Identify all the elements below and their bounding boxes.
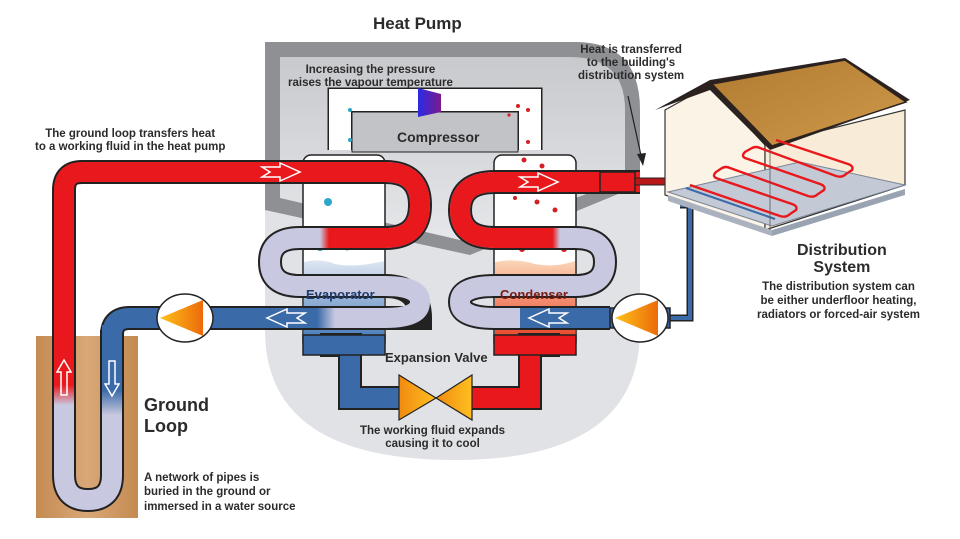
building-icon bbox=[655, 58, 910, 236]
flow-arrow-right-icon bbox=[259, 161, 302, 183]
valve-note: The working fluid expands causing it to … bbox=[360, 425, 506, 450]
flow-arrow-left-icon bbox=[265, 307, 308, 329]
evaporator-label: Evaporator bbox=[306, 287, 375, 302]
flow-arrow-down-icon bbox=[103, 360, 121, 398]
annotation-arrow-icon bbox=[627, 95, 646, 166]
compressor-note: Increasing the pressure raises the vapou… bbox=[288, 64, 453, 89]
compressor-label: Compressor bbox=[397, 129, 480, 145]
flow-arrow-right-icon bbox=[517, 171, 560, 193]
distribution-pump-icon bbox=[611, 293, 669, 343]
pipe-to-building bbox=[599, 171, 666, 193]
flow-arrow-left-icon bbox=[527, 307, 570, 329]
condenser-coil bbox=[447, 170, 640, 330]
evaporator-coil bbox=[257, 160, 433, 330]
compressor-icon bbox=[418, 88, 441, 117]
ground-pump-icon bbox=[156, 293, 214, 343]
ground-loop-description: A network of pipes is buried in the grou… bbox=[144, 472, 296, 513]
ground-loop-pipe bbox=[52, 160, 305, 513]
expansion-valve-label: Expansion Valve bbox=[385, 350, 488, 365]
diagram-title: Heat Pump bbox=[373, 14, 462, 33]
ground-transfer-note: The ground loop transfers heat to a work… bbox=[35, 128, 226, 153]
underfloor-heating-coil bbox=[689, 138, 854, 218]
flow-arrow-up-icon bbox=[55, 358, 73, 396]
distribution-description: The distribution system can be either un… bbox=[757, 281, 920, 321]
expansion-valve-loop bbox=[302, 333, 577, 410]
building-transfer-note: Heat is transferred to the building's di… bbox=[578, 44, 685, 82]
ground-loop-title: Ground Loop bbox=[144, 395, 209, 436]
compressor-loop bbox=[327, 87, 543, 153]
distribution-title: Distribution System bbox=[797, 242, 887, 276]
condenser-label: Condenser bbox=[500, 287, 568, 302]
expansion-valve-icon bbox=[398, 373, 473, 422]
